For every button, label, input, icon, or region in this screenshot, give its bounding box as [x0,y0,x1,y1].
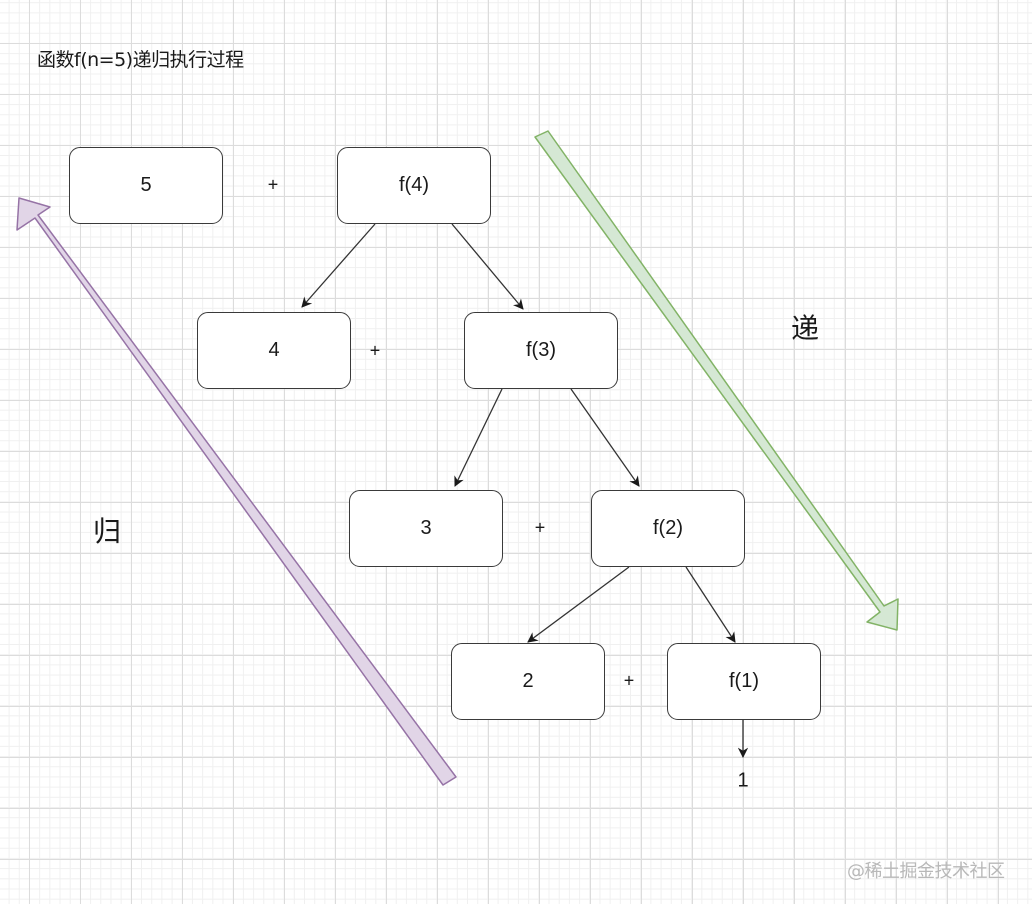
diagram-title: 函数f(n=5)递归执行过程 [37,49,244,71]
return-label: 归 [93,515,122,548]
edge-f4-to-f3 [451,223,524,310]
call-node-f2[interactable]: f(2) [591,490,745,567]
call-node-f4[interactable]: f(4) [337,147,491,224]
return-arrow-icon [16,197,457,786]
value-node-5[interactable]: 5 [69,147,223,224]
edge-f3-to-3 [454,388,503,487]
edge-f2-to-f1 [685,566,736,643]
recursion-label: 递 [791,312,820,345]
value-node-2[interactable]: 2 [451,643,605,720]
watermark: @稀土掘金技术社区 [847,861,1005,882]
call-node-f3[interactable]: f(3) [464,312,618,389]
plus-sign: + [534,517,546,538]
edge-f3-to-f2 [570,388,640,487]
plus-sign: + [623,670,635,691]
value-node-4[interactable]: 4 [197,312,351,389]
edge-f4-to-4 [301,223,376,308]
call-node-f1[interactable]: f(1) [667,643,821,720]
recursion-arrow-icon [534,130,899,631]
plus-sign: + [267,174,279,195]
edge-f2-to-2 [527,566,630,643]
value-node-3[interactable]: 3 [349,490,503,567]
plus-sign: + [369,340,381,361]
base-case-result: 1 [737,769,749,792]
